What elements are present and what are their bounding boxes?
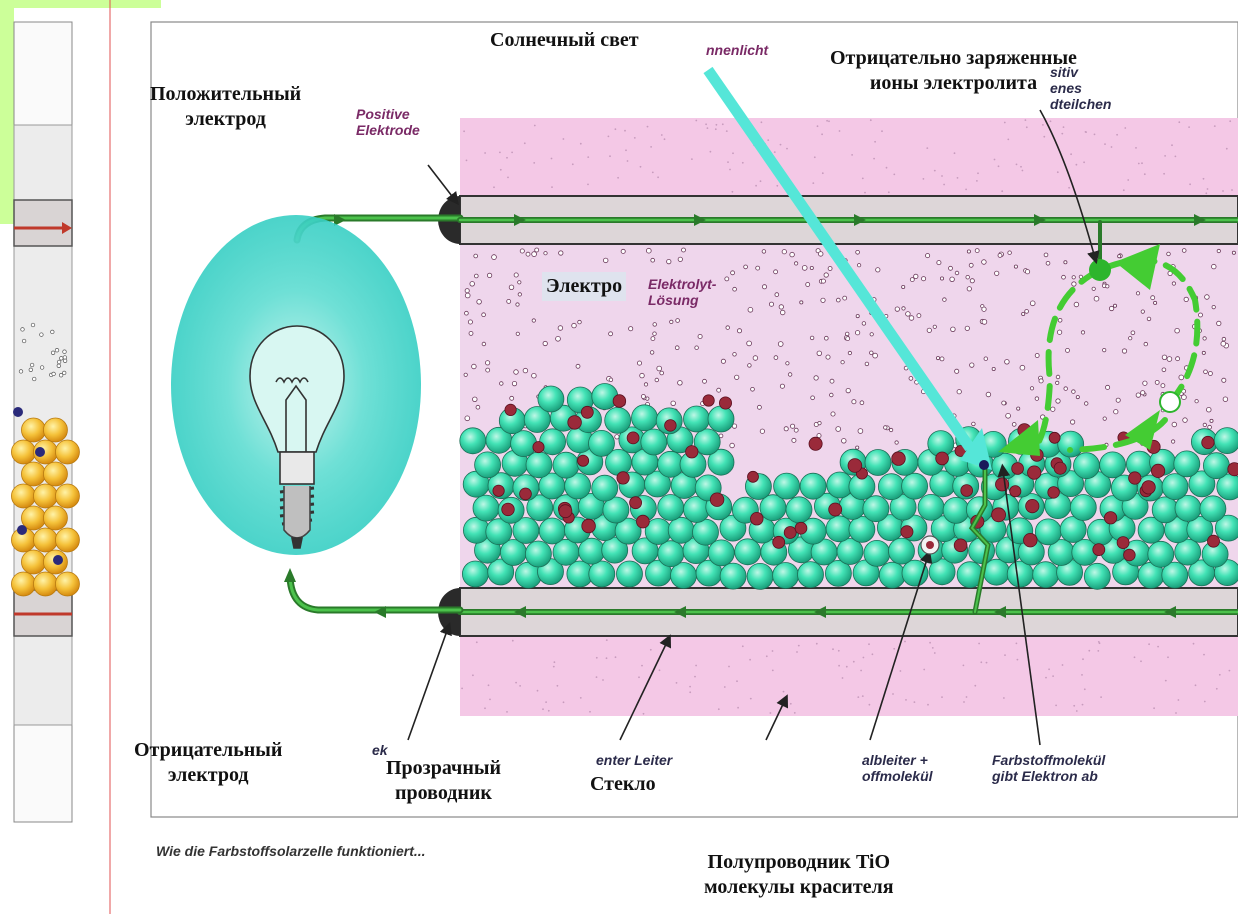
de-label-positiv-geladenes: sitiv enes dteilchen bbox=[1050, 64, 1111, 112]
positive-ion bbox=[1160, 392, 1180, 412]
label-negative-electrode: Отрицательный электрод bbox=[134, 738, 282, 788]
de-label-positive-elektrode: Positive Elektrode bbox=[356, 106, 420, 138]
label-transparent-conductor: Прозрачный проводник bbox=[386, 756, 501, 806]
left-page-fragment bbox=[11, 0, 110, 914]
label-negative-ions: Отрицательно заряженные ионы электролита bbox=[830, 46, 1077, 96]
de-label-leiter: enter Leiter bbox=[596, 752, 672, 768]
de-label-sonnenlicht: nnenlicht bbox=[706, 42, 768, 58]
label-semiconductor: Полупроводник TiO молекулы красителя bbox=[704, 850, 894, 900]
de-label-halbleiter: albleiter + offmolekül bbox=[862, 752, 933, 784]
label-electrolyte: Электро bbox=[542, 272, 626, 301]
negative-ion bbox=[1089, 259, 1111, 281]
label-positive-electrode: Положительный электрод bbox=[150, 82, 301, 132]
de-label-fragment: ek bbox=[372, 742, 388, 758]
de-label-elektrolyt: Elektrolyt- Lösung bbox=[648, 276, 716, 308]
dye-molecule-excited bbox=[979, 460, 989, 470]
de-label-farbstoff: Farbstoffmolekül gibt Elektron ab bbox=[992, 752, 1105, 784]
figure-caption: Wie die Farbstoffsolarzelle funktioniert… bbox=[156, 843, 426, 859]
label-glass: Стекло bbox=[590, 772, 656, 797]
label-sunlight: Солнечный свет bbox=[490, 28, 639, 53]
